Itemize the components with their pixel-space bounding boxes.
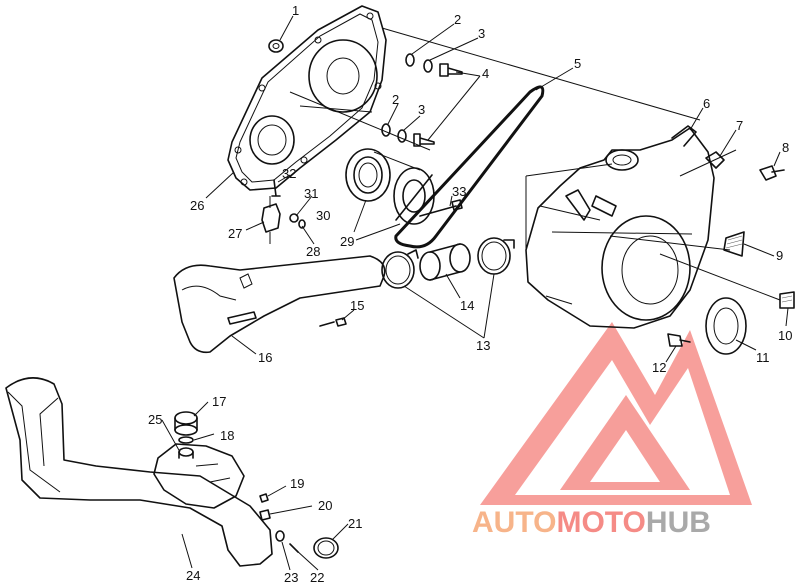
callout-23: 23 xyxy=(284,570,298,584)
watermark-logo-icon xyxy=(480,322,752,505)
watermark-part-moto: MOTO xyxy=(556,506,645,539)
callout-21: 21 xyxy=(348,516,362,531)
callout-13: 13 xyxy=(476,338,490,353)
callout-24: 24 xyxy=(186,568,200,583)
washer-1-part xyxy=(268,39,284,53)
callout-26: 26 xyxy=(190,198,204,213)
clamp-21-part xyxy=(313,537,339,559)
callout-3-lower: 3 xyxy=(418,102,425,117)
watermark-text: AUTOMOTOHUB xyxy=(472,506,711,539)
bolt-33-part xyxy=(419,199,463,217)
callout-29: 29 xyxy=(340,234,354,249)
assembly-guide-lines xyxy=(289,27,781,301)
decal-9-part xyxy=(723,231,745,257)
callout-17: 17 xyxy=(212,394,226,409)
callout-14: 14 xyxy=(460,298,474,313)
leader-lines xyxy=(161,15,789,571)
callout-1: 1 xyxy=(292,3,299,18)
inner-cover-part xyxy=(227,5,387,191)
callout-20: 20 xyxy=(318,498,332,513)
clip-7-part xyxy=(705,151,725,169)
screw-20-part xyxy=(259,509,271,521)
bolt-12-part xyxy=(667,333,691,347)
callout-32: 32 xyxy=(282,166,296,181)
callout-33: 33 xyxy=(452,184,466,199)
bolt-8-part xyxy=(759,165,785,181)
clamp-13-left-part xyxy=(381,249,419,289)
callout-11: 11 xyxy=(756,350,770,365)
callout-10: 10 xyxy=(778,328,792,343)
cap-17-part xyxy=(174,411,198,436)
watermark-part-auto: AUTO xyxy=(472,506,556,539)
callout-2-lower: 2 xyxy=(392,92,399,107)
callout-22: 22 xyxy=(310,570,324,584)
callout-19: 19 xyxy=(290,476,304,491)
tube-14-part xyxy=(419,243,471,281)
callout-2-upper: 2 xyxy=(454,12,461,27)
callout-27: 27 xyxy=(228,226,242,241)
washer-23-part xyxy=(275,530,285,542)
duct-24-part xyxy=(5,377,273,567)
plate-11-part xyxy=(705,297,747,355)
drive-belt-part xyxy=(394,85,545,249)
callout-8: 8 xyxy=(782,140,789,155)
callout-12: 12 xyxy=(652,360,666,375)
callout-25: 25 xyxy=(148,412,162,427)
callout-labels: 1 2 3 4 5 2 3 6 7 8 9 10 11 12 13 14 15 … xyxy=(148,3,792,584)
outer-cover-part xyxy=(525,125,715,329)
clamp-13-right-part xyxy=(477,237,515,275)
watermark-part-hub: HUB xyxy=(646,506,711,539)
filter-housing-part xyxy=(153,443,245,509)
grommet-25-part xyxy=(178,447,194,459)
callout-16: 16 xyxy=(258,350,272,365)
callout-15: 15 xyxy=(350,298,364,313)
seal-30-part xyxy=(345,148,391,202)
callout-30: 30 xyxy=(316,208,330,223)
screw-19-part xyxy=(259,493,269,503)
duct-16-part xyxy=(173,255,386,354)
callout-31: 31 xyxy=(304,186,318,201)
callout-7: 7 xyxy=(736,118,743,133)
callout-6: 6 xyxy=(703,96,710,111)
callout-18: 18 xyxy=(220,428,234,443)
callout-3-upper: 3 xyxy=(478,26,485,41)
callout-5: 5 xyxy=(574,56,581,71)
callout-28: 28 xyxy=(306,244,320,259)
callout-9: 9 xyxy=(776,248,783,263)
screw-15-part xyxy=(319,317,347,327)
callout-4: 4 xyxy=(482,66,489,81)
washer-18-part xyxy=(178,436,194,444)
decal-10-part xyxy=(779,291,795,309)
bracket-27-part xyxy=(261,179,306,244)
